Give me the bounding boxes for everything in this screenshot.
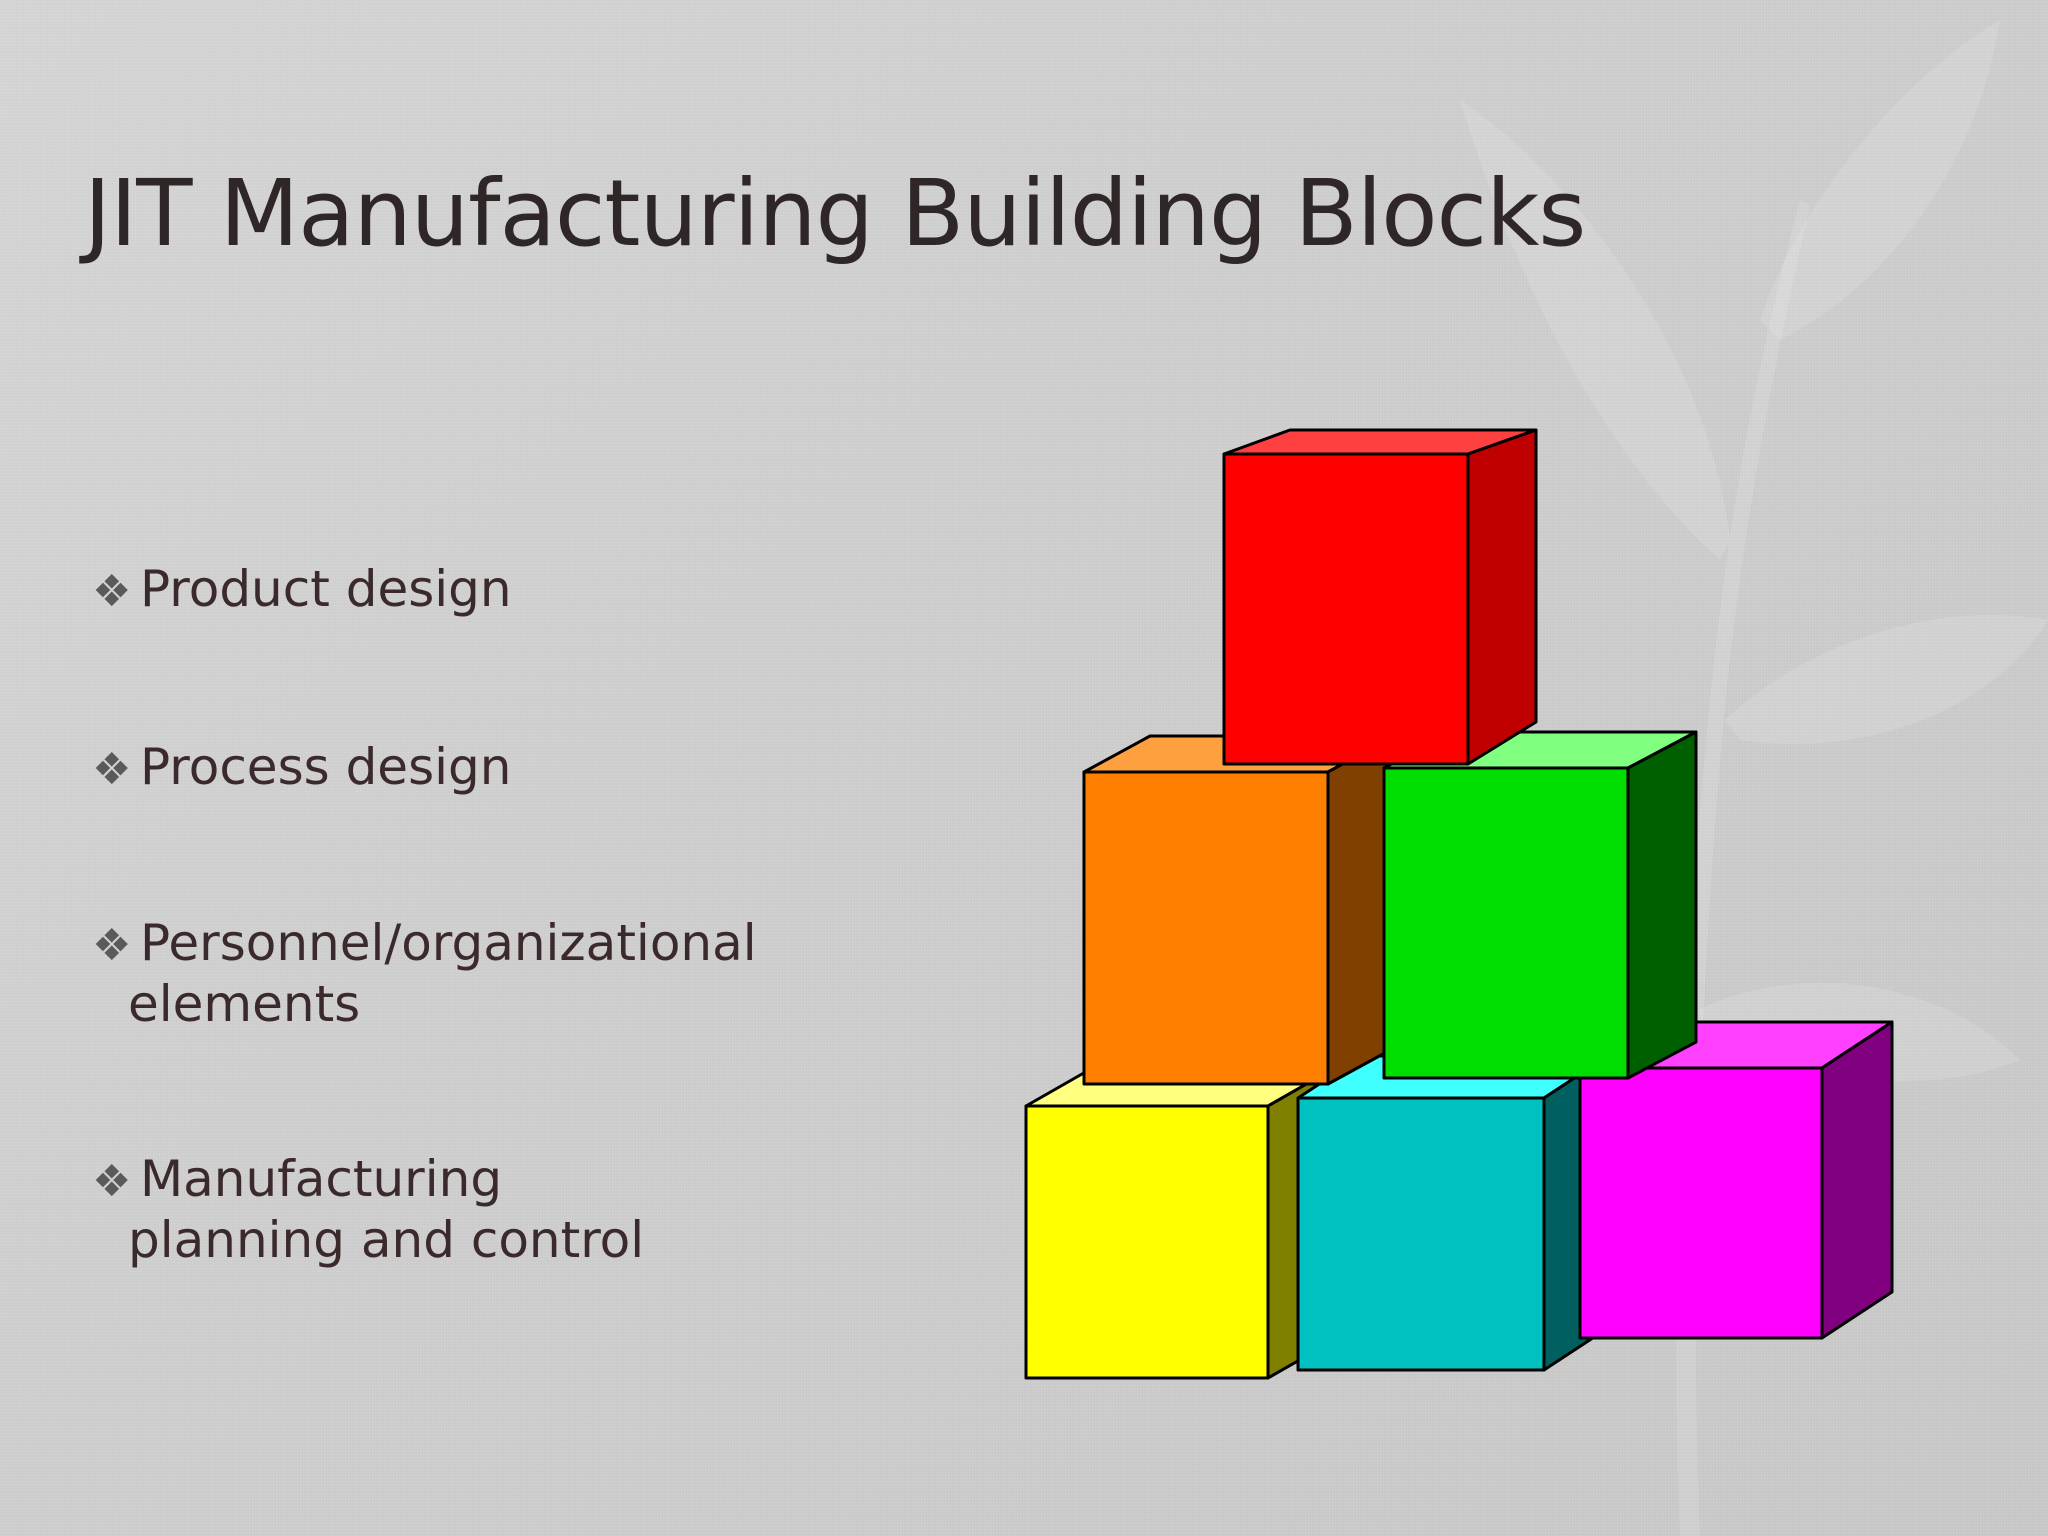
bullet-text: Manufacturing: [140, 1150, 503, 1208]
orange-block: [1082, 734, 1396, 1086]
bullet-text-continuation: elements: [128, 975, 361, 1033]
red-block: [1222, 428, 1538, 766]
bullet-item-manufacturing-planning: ❖Manufacturing planning and control: [92, 1150, 852, 1269]
slide-title: JIT Manufacturing Building Blocks: [84, 160, 1586, 267]
bullet-text: Product design: [140, 560, 512, 618]
diamond-cluster-icon: ❖: [92, 566, 132, 617]
bullet-item-personnel-organizational: ❖Personnel/organizational elements: [92, 914, 852, 1033]
cyan-block: [1296, 1054, 1610, 1372]
bullet-item-process-design: ❖Process design: [92, 738, 852, 799]
diamond-cluster-icon: ❖: [92, 744, 132, 795]
bullet-text-continuation: planning and control: [128, 1211, 645, 1269]
diamond-cluster-icon: ❖: [92, 920, 132, 971]
bullet-item-product-design: ❖Product design: [92, 560, 852, 621]
yellow-block: [1024, 1064, 1340, 1380]
green-block: [1382, 730, 1698, 1080]
building-blocks-illustration: [1024, 428, 1894, 1380]
bullet-text: Process design: [140, 738, 512, 796]
diamond-cluster-icon: ❖: [92, 1156, 132, 1207]
bullet-text: Personnel/organizational: [140, 914, 757, 972]
